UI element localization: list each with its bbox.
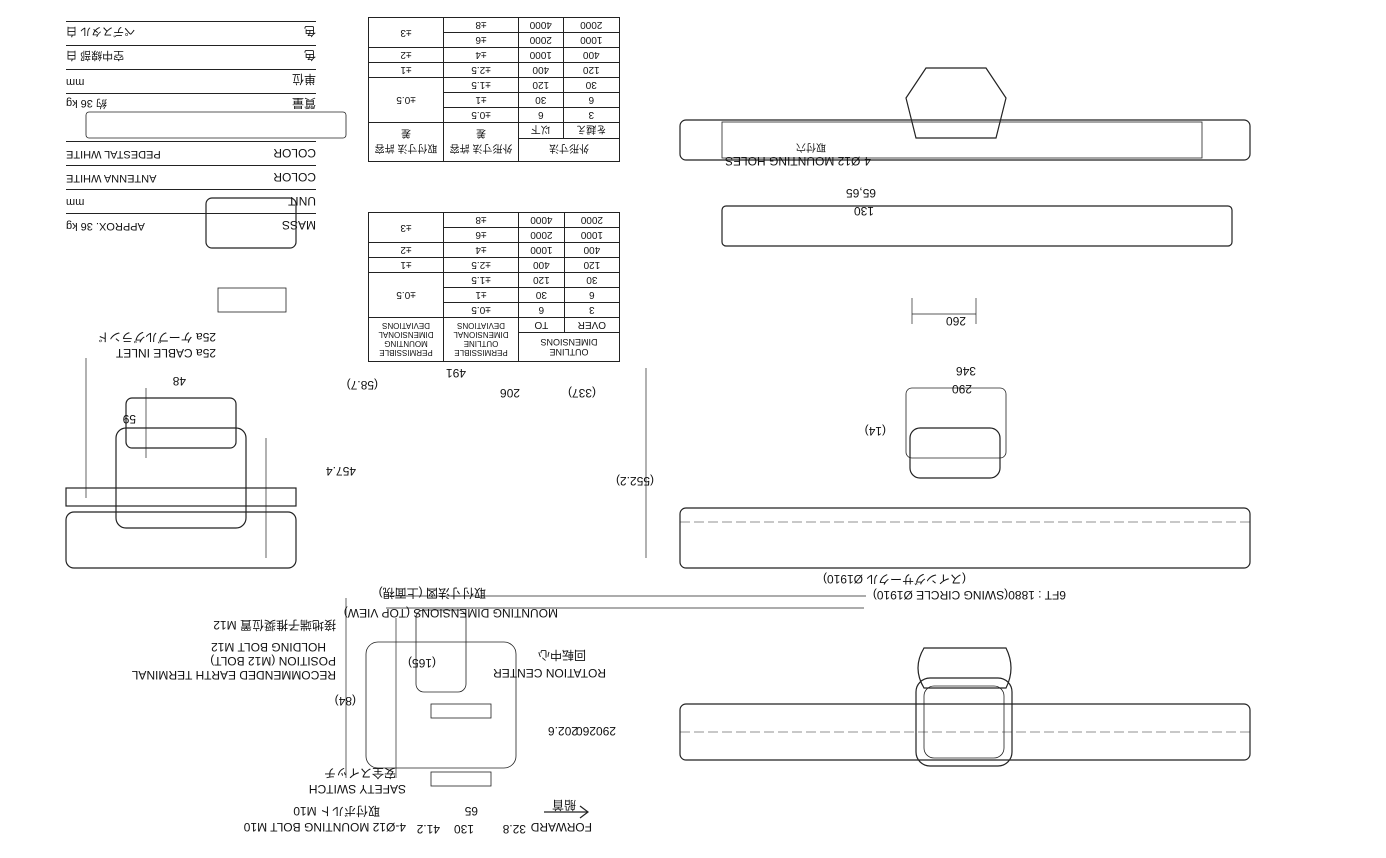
antenna-top-view (679, 119, 1251, 767)
mounting-pads (365, 609, 517, 787)
dim-491: 491 (445, 366, 466, 380)
dim-202-6: 202.6 (547, 724, 578, 738)
mounting-holes-jp-label: 取付穴 (796, 141, 826, 152)
dim-65: 65 (464, 804, 478, 818)
holding-bolt-label: HOLDING BOLT M12 (211, 640, 326, 654)
dim-41-2: 41.2 (416, 822, 440, 836)
antenna-front-view (65, 111, 347, 569)
cable-inlet-en: 25a CABLE INLET (115, 346, 216, 360)
dim-32-8: 32.8 (502, 822, 526, 836)
dim-346: 346 (955, 364, 976, 378)
dim-260: 260 (575, 724, 596, 738)
rotation-center-jp: 回転中心 (537, 648, 586, 662)
top-view-title-jp: 取付寸法図 (上面視) (378, 586, 486, 600)
earth-terminal-jp: 接地端子推奨位置 M12 (213, 618, 336, 632)
dim-260-top: 260 (945, 314, 966, 328)
cable-inlet-jp: 25a ケーブルグランド (97, 330, 216, 344)
safety-switch-en: SAFETY SWITCH (308, 782, 406, 796)
dim-457-4: 457.4 (325, 464, 356, 478)
dim-14: (14) (864, 424, 886, 438)
forward-arrow-icon (544, 805, 589, 819)
safety-switch-jp: 安全スイッチ (323, 766, 396, 780)
rotation-center-en: ROTATION CENTER (493, 666, 606, 680)
earth-terminal-en: RECOMMENDED EARTH TERMINAL POSITION (M12… (132, 654, 336, 682)
dim-290-side: 290 (951, 382, 972, 396)
dim-337: (337) (567, 386, 596, 400)
pedestal-side-view (905, 67, 1012, 689)
top-view-title-en: MOUNTING DIMENSIONS (TOP VIEW) (343, 606, 558, 620)
swing-circle-jp: (スイングサークル Ø1910) (823, 572, 966, 586)
dim-58-7: (58.7) (346, 378, 378, 392)
dim-59: 59 (122, 412, 136, 426)
dim-130b: 130 (453, 822, 474, 836)
forward-en: FORWARD (530, 820, 592, 834)
mounting-bolt-jp: 取付ボルト M10 (293, 804, 380, 818)
swing-circle-en: 6FT : 1880(SWING CIRCLE Ø1910) (872, 588, 1066, 602)
dim-165: (165) (407, 656, 436, 670)
dim-48: 48 (172, 374, 186, 388)
dim-552-2: (552.2) (615, 474, 654, 488)
dim-84: (84) (334, 694, 356, 708)
mounting-holes-label: 4-Ø12 MOUNTING HOLES (724, 154, 871, 168)
mounting-bolt-en: 4-Ø12 MOUNTING BOLT M10 (243, 820, 406, 834)
dim-130: 130 (853, 204, 874, 218)
dim-206: 206 (499, 386, 520, 400)
dim-290: 290 (595, 724, 616, 738)
dimension-lines (85, 298, 977, 778)
dim-65-65: 65,65 (845, 186, 876, 200)
